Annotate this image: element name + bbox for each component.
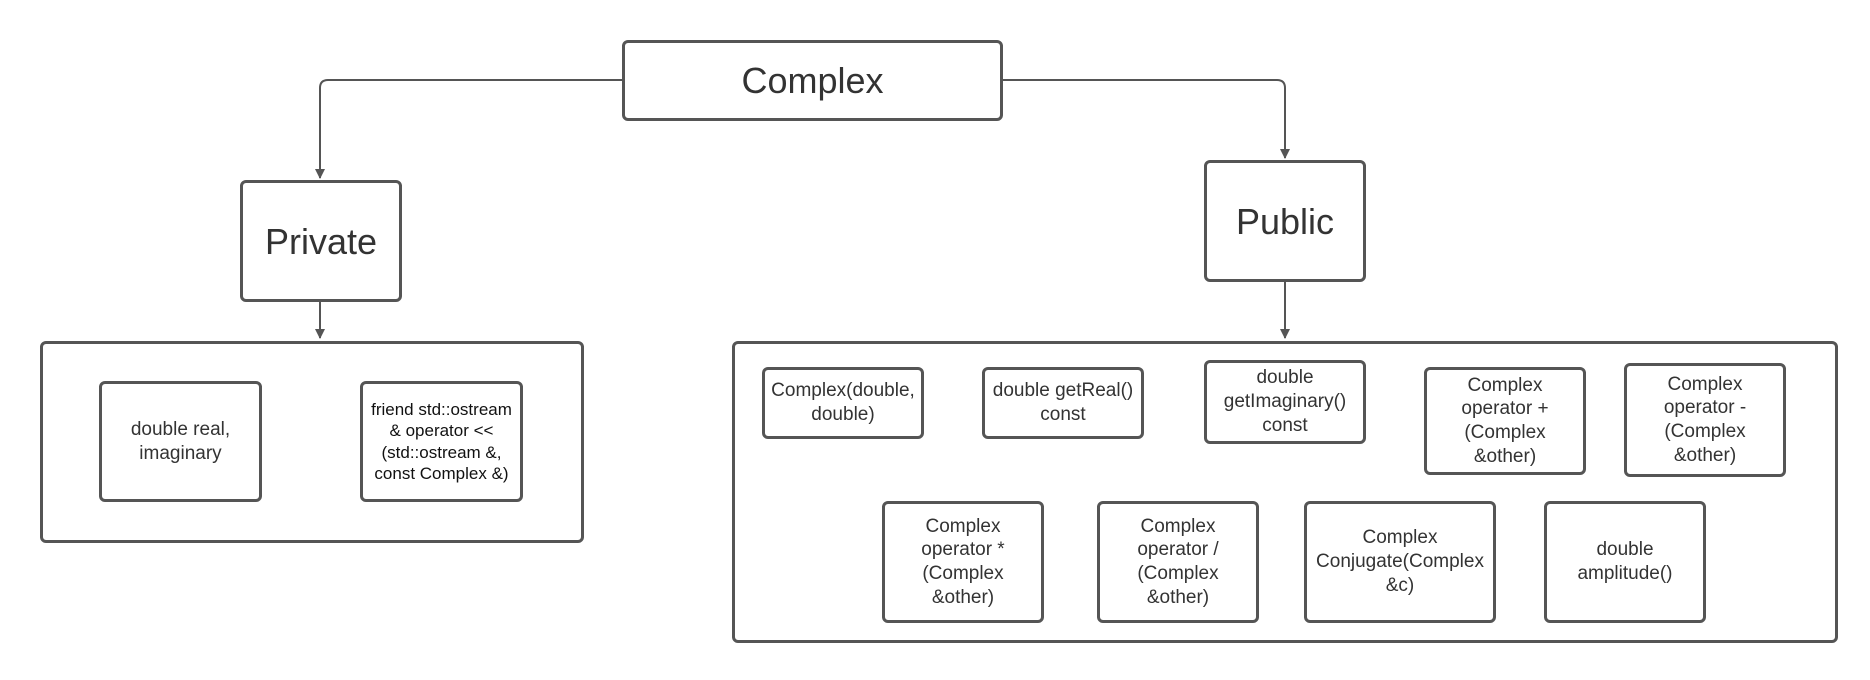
public-member-label: Complex operator + (Complex &other) bbox=[1461, 374, 1549, 467]
public-member-label: double getImaginary() const bbox=[1223, 367, 1347, 436]
public-member-label: Complex(double, double) bbox=[771, 380, 915, 425]
private-member-label: double real, imaginary bbox=[130, 418, 231, 464]
private-section-label: Private bbox=[264, 220, 378, 262]
private-member-label: friend std::ostream & operator << (std::… bbox=[371, 400, 512, 483]
public-section-box: Public bbox=[1204, 160, 1366, 282]
public-member-conjugate: Complex Conjugate(Complex &c) bbox=[1304, 501, 1496, 623]
public-member-operator-divide: Complex operator / (Complex &other) bbox=[1097, 501, 1259, 623]
public-member-operator-plus: Complex operator + (Complex &other) bbox=[1424, 367, 1586, 475]
public-member-label: double amplitude() bbox=[1577, 539, 1673, 584]
connector-root-to-private bbox=[315, 79, 622, 179]
public-member-operator-multiply: Complex operator * (Complex &other) bbox=[882, 501, 1044, 623]
public-section-label: Public bbox=[1235, 200, 1335, 242]
public-member-get-real: double getReal() const bbox=[982, 367, 1144, 439]
public-member-amplitude: double amplitude() bbox=[1544, 501, 1706, 623]
public-member-get-imaginary: double getImaginary() const bbox=[1204, 360, 1366, 444]
class-title-box: Complex bbox=[622, 40, 1003, 121]
public-member-label: Complex operator / (Complex &other) bbox=[1137, 515, 1219, 608]
public-member-label: Complex operator * (Complex &other) bbox=[921, 515, 1005, 608]
class-title: Complex bbox=[741, 60, 884, 101]
private-member-fields: double real, imaginary bbox=[99, 381, 262, 502]
public-member-operator-minus: Complex operator - (Complex &other) bbox=[1624, 363, 1786, 477]
public-member-label: Complex Conjugate(Complex &c) bbox=[1316, 527, 1484, 596]
public-member-label: double getReal() const bbox=[992, 380, 1134, 425]
connector-root-to-public bbox=[1003, 79, 1290, 159]
public-member-label: Complex operator - (Complex &other) bbox=[1663, 373, 1747, 466]
private-member-output-operator: friend std::ostream & operator << (std::… bbox=[360, 381, 523, 502]
private-section-box: Private bbox=[240, 180, 402, 302]
public-member-constructor: Complex(double, double) bbox=[762, 367, 924, 439]
